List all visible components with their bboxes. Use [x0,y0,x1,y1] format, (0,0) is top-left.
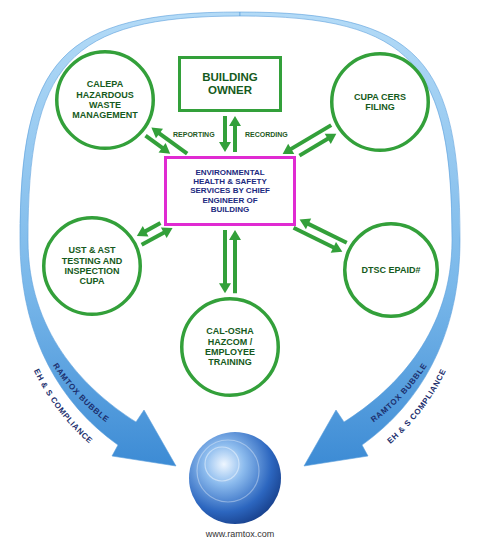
flow-arrow [219,230,231,293]
node-label: CUPA CERS FILING [349,92,411,113]
arrow-shaft [299,138,329,156]
service-circle: DTSC EPAID# [343,222,439,318]
node-label: DTSC EPAID# [351,265,431,275]
outline-shape [182,299,279,396]
arrow-head [219,283,231,293]
flow-arrow [300,219,347,243]
outline-shape [345,224,438,317]
service-circle: CALEPA HAZARDOUS WASTE MANAGEMENT [55,50,155,150]
outline-shape [44,218,141,315]
arrow-shaft [233,124,237,152]
node-label: CALEPA HAZARDOUS WASTE MANAGEMENT [69,79,141,120]
arrow-head [151,128,163,139]
arrow-shaft [223,116,227,144]
arrow-head [137,226,149,237]
service-circle: CAL-OSHA HAZCOM / EMPLOYEE TRAINING [180,297,280,397]
outline-shape [166,158,295,225]
arrow-head [219,142,231,152]
flow-arrow [229,230,241,293]
arrow-shaft [307,223,347,243]
arrow-shaft [294,228,336,248]
edge-label: RECORDING [245,131,288,138]
flow-arrow [219,116,231,152]
arrow-head [229,230,241,240]
arrow-head [161,227,173,238]
arrow-head [300,219,312,230]
node-label: ENVIRONMENTAL HEALTH & SAFETY SERVICES B… [190,168,270,214]
arrow-head [229,116,241,126]
arc-label: EH & S COMPLIANCE [32,367,94,445]
service-circle: CUPA CERS FILING [330,52,430,152]
outline-shape [180,58,281,111]
outline-shape [57,52,154,149]
flow-arrow [299,134,336,156]
node-label: CAL-OSHA HAZCOM / EMPLOYEE TRAINING [197,326,263,367]
service-circle: UST & AST TESTING AND INSPECTION CUPA [42,216,142,316]
arrow-head [283,144,295,154]
flow-arrow [294,228,343,253]
arc-label-text: EH & S COMPLIANCE [386,367,448,445]
arrow-shaft [146,136,164,149]
flow-arrow [229,116,241,152]
arc-label: EH & S COMPLIANCE [386,367,448,445]
outline-shape [332,54,429,151]
globe-ring [197,440,259,502]
owner-box: BUILDING OWNER [178,56,282,112]
node-label: UST & AST TESTING AND INSPECTION CUPA [53,245,131,286]
arrow-head [331,242,343,253]
arrow-shaft [223,230,227,285]
arrow-shaft [233,238,237,293]
website-label: www.ramtox.com [0,529,480,539]
flow-arrow [137,223,161,236]
arrow-head [325,134,337,144]
globe-ring [205,447,239,481]
central-box: ENVIRONMENTAL HEALTH & SAFETY SERVICES B… [164,156,296,226]
node-label: BUILDING OWNER [184,71,276,97]
arrow-head [159,143,171,154]
edge-label: REPORTING [173,131,215,138]
arrow-shaft [290,125,332,150]
arc-label-text: EH & S COMPLIANCE [32,367,94,445]
globe-sphere [189,432,281,524]
arrow-shaft [144,223,161,232]
